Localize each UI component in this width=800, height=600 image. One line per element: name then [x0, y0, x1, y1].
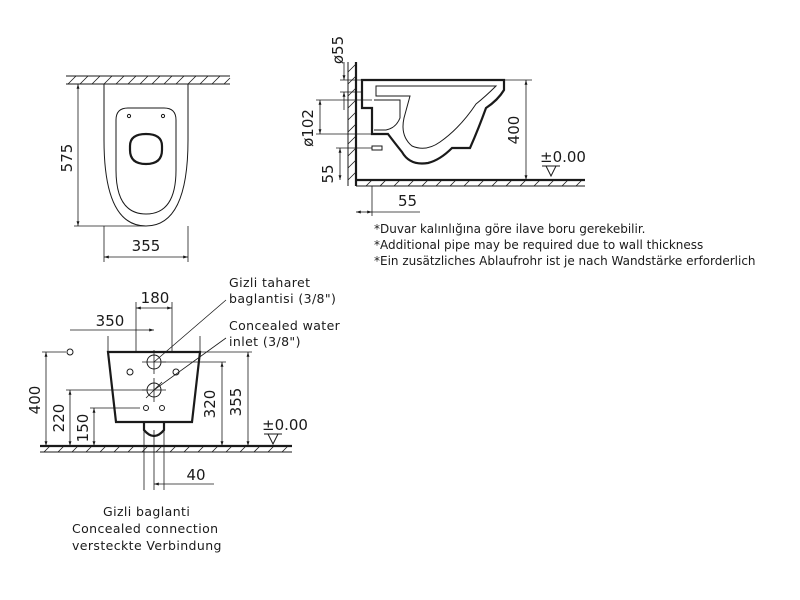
top-view: 575 355	[58, 75, 231, 262]
front-view: 350 180 400 220 150 320 355 ±0.00 40	[26, 289, 308, 490]
front-labels: Gizli taharet baglantisi (3/8") Conceale…	[72, 275, 341, 553]
bowl-outline-top	[103, 84, 189, 227]
dim-355-top: 355	[132, 237, 161, 255]
side-floor-hatch	[365, 179, 583, 187]
dim-350: 350	[96, 312, 125, 330]
side-wall-hatch	[347, 63, 357, 181]
notes: *Duvar kalınlığına göre ilave boru gerek…	[374, 222, 756, 268]
water-label-2: inlet (3/8")	[229, 334, 301, 349]
level-marker-front	[264, 433, 282, 446]
dim-220: 220	[50, 404, 68, 433]
bidet-label-2: baglantisi (3/8")	[229, 291, 336, 306]
toilet-profile-side	[360, 78, 506, 165]
dim-180: 180	[141, 289, 170, 307]
dim-bottom-55: 55	[319, 164, 337, 183]
floor-level-front: ±0.00	[262, 416, 308, 434]
dim-wall-offset-55: 55	[398, 192, 417, 210]
side-view: ø55 ø102 55 400 ±0.00 55	[299, 36, 586, 216]
bidet-label-1: Gizli taharet	[229, 275, 310, 290]
floor-level-side: ±0.00	[540, 148, 586, 166]
water-label-1: Concealed water	[229, 318, 341, 333]
bowl-trap-side	[375, 85, 498, 149]
dim-150: 150	[74, 414, 92, 443]
dim-400-front: 400	[26, 386, 44, 415]
dim-575: 575	[58, 144, 76, 173]
dim-320: 320	[201, 390, 219, 419]
top-wall-hatch	[67, 75, 231, 85]
bowl-opening-top	[128, 132, 164, 166]
note-german: *Ein zusätzliches Ablaufrohr ist je nach…	[374, 254, 756, 268]
level-marker-side	[542, 165, 560, 178]
connection-label-1: Gizli baglanti	[103, 504, 190, 519]
dim-height-400: 400	[505, 116, 523, 145]
connection-label-2: Concealed connection	[72, 521, 218, 536]
dim-40: 40	[186, 466, 205, 484]
dim-outlet-102: ø102	[299, 109, 317, 147]
note-turkish: *Duvar kalınlığına göre ilave boru gerek…	[374, 222, 646, 236]
toilet-body-front	[106, 350, 202, 424]
connection-label-3: versteckte Verbindung	[72, 538, 222, 553]
seat-outline-top	[115, 107, 177, 215]
front-floor-hatch	[43, 445, 289, 453]
dim-pipe-55: ø55	[329, 36, 347, 64]
note-english: *Additional pipe may be required due to …	[374, 238, 703, 252]
dim-355-front: 355	[227, 388, 245, 417]
